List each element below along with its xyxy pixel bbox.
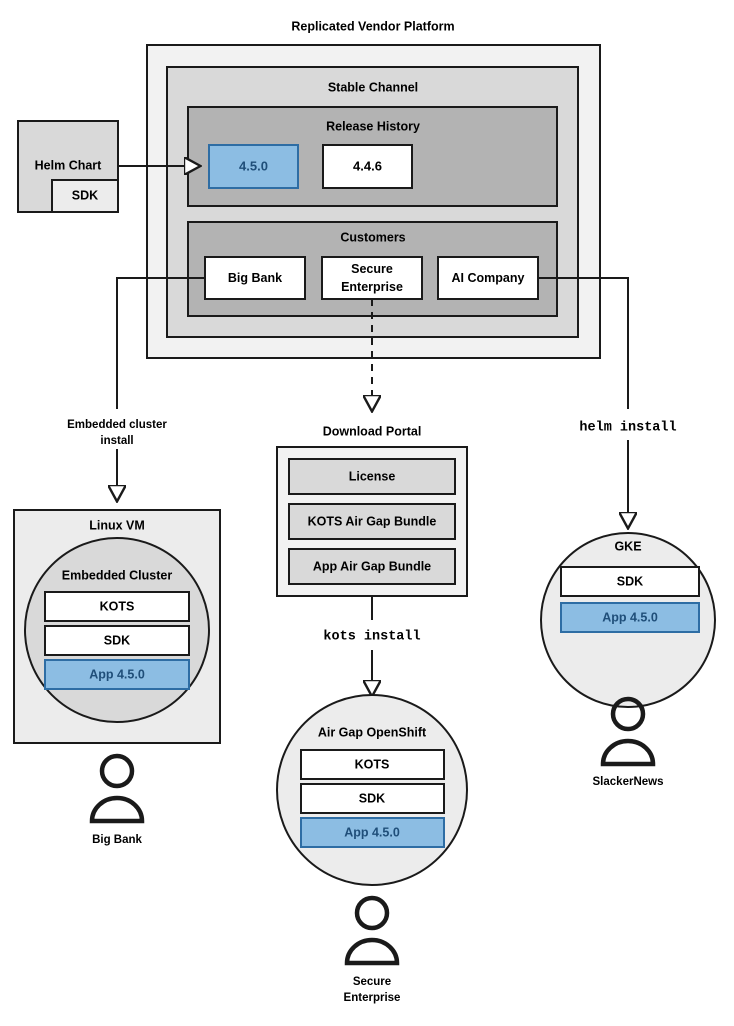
target-air-gap-openshift: Air Gap OpenShift KOTS SDK App 4.5.0 Sec… [276,694,468,1004]
helm-chart-label: Helm Chart [35,158,103,172]
openshift-component-kots-label: KOTS [355,757,390,771]
customer-big-bank-label: Big Bank [228,271,282,285]
person-body-icon [600,738,656,767]
customer-ai-company-label: AI Company [452,271,525,285]
stable-channel-label: Stable Channel [328,80,418,94]
linux-vm-customer-avatar [89,753,145,824]
embedded-cluster-inner-label: Embedded Cluster [62,568,173,582]
helm-chart-panel: Helm Chart SDK [17,120,119,213]
connector-ai-company-rail [538,277,629,409]
customer-secure-enterprise-box[interactable] [321,256,423,300]
download-portal-panel: Download Portal License KOTS Air Gap Bun… [276,424,468,597]
linux-vm-component-sdk-label: SDK [104,633,130,647]
artifact-kots-air-gap-bundle-label: KOTS Air Gap Bundle [308,514,437,528]
person-body-icon [89,795,145,824]
customer-ai-company-box[interactable] [437,256,539,300]
linux-vm-component-app-label: App 4.5.0 [89,667,145,681]
openshift-component-kots-box[interactable] [300,749,445,780]
connector-big-bank-rail [116,277,205,409]
artifact-app-air-gap-bundle-box[interactable] [288,548,456,585]
release-4-5-0-box[interactable] [208,144,299,189]
embedded-cluster-install-label-line1: Embedded cluster [67,419,167,431]
person-head-icon [99,753,135,789]
artifact-license-label: License [349,469,396,483]
gke-component-sdk-box[interactable] [560,566,700,597]
person-head-icon [354,895,390,931]
linux-vm-customer-label: Big Bank [92,834,142,846]
artifact-license-box[interactable] [288,458,456,495]
openshift-customer-label-line1: Secure [353,976,391,988]
openshift-component-app-box[interactable] [300,817,445,848]
kots-install-label: kots install [323,630,420,645]
person-head-icon [610,696,646,732]
vendor-platform-panel: Stable Channel Release History 4.5.0 4.4… [146,44,601,359]
release-4-4-6-box[interactable] [322,144,413,189]
target-linux-vm: Linux VM Embedded Cluster KOTS SDK App 4… [13,509,221,846]
artifact-app-air-gap-bundle-label: App Air Gap Bundle [313,559,431,573]
helm-chart-sdk-box[interactable] [51,179,119,213]
customer-secure-enterprise-label-line2: Enterprise [341,280,403,294]
page-title: Replicated Vendor Platform [291,19,454,33]
release-history-label: Release History [326,119,420,133]
openshift-customer-avatar [344,895,400,966]
linux-vm-label: Linux VM [89,518,145,532]
helm-install-label: helm install [579,421,676,436]
openshift-component-sdk-label: SDK [359,791,385,805]
target-gke: GKE SDK App 4.5.0 SlackerNews [540,532,716,788]
embedded-cluster-install-label-line2: install [100,435,133,447]
gke-component-app-label: App 4.5.0 [602,610,658,624]
artifact-kots-air-gap-bundle-box[interactable] [288,503,456,540]
customer-big-bank-box[interactable] [204,256,306,300]
linux-vm-component-sdk-box[interactable] [44,625,190,656]
download-portal-label: Download Portal [323,424,422,438]
openshift-component-app-label: App 4.5.0 [344,825,400,839]
linux-vm-component-kots-label: KOTS [100,599,135,613]
helm-chart-sdk-label: SDK [72,188,98,202]
release-4-5-0-label: 4.5.0 [239,158,268,173]
openshift-component-sdk-box[interactable] [300,783,445,814]
openshift-customer-label-line2: Enterprise [344,992,401,1004]
person-body-icon [344,937,400,966]
linux-vm-component-kots-box[interactable] [44,591,190,622]
linux-vm-component-app-box[interactable] [44,659,190,690]
gke-customer-label: SlackerNews [593,776,664,788]
customer-secure-enterprise-label-line1: Secure [351,262,393,276]
customers-label: Customers [340,230,405,244]
gke-component-sdk-label: SDK [617,574,643,588]
air-gap-openshift-label: Air Gap OpenShift [318,725,427,739]
release-4-4-6-label: 4.4.6 [353,158,382,173]
gke-component-app-box[interactable] [560,602,700,633]
gke-customer-avatar [600,696,656,767]
gke-label: GKE [614,539,641,553]
